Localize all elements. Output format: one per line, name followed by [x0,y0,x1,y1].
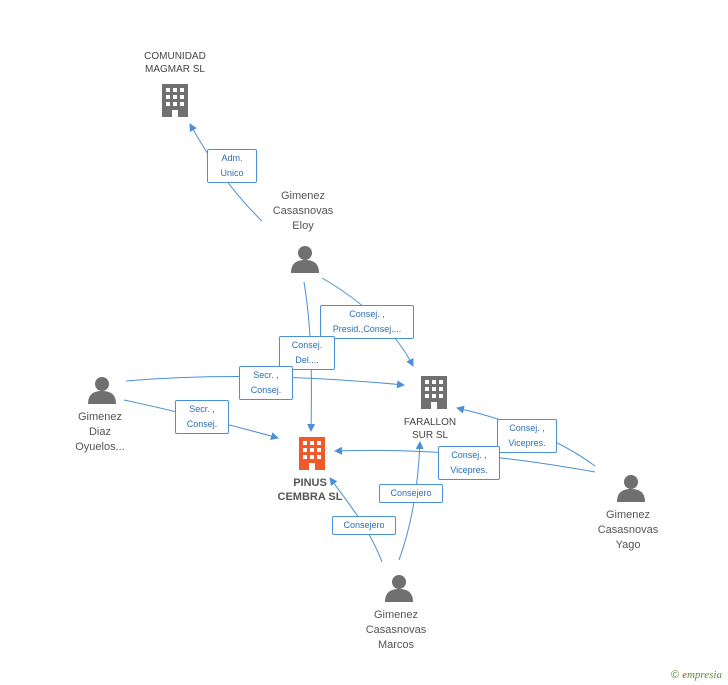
edge-marcos-farallon [398,441,424,561]
edge-label-yago-farallon[interactable]: Consej. , Vicepres. [497,419,557,453]
edge-label-marcos-pinus[interactable]: Consejero [332,516,396,535]
building-icon[interactable] [419,376,449,410]
person-icon[interactable] [291,245,319,273]
building-icon[interactable] [160,84,190,118]
node-label-comunidad[interactable]: COMUNIDAD MAGMAR SL [144,51,206,75]
edge-label-eloy-farallon[interactable]: Consej. , Presid.,Consej.... [320,305,414,339]
copyright-icon: © [670,669,680,681]
node-label-pinus[interactable]: PINUS CEMBRA SL [277,477,343,503]
node-label-diaz[interactable]: Gimenez Diaz Oyuelos... [75,411,125,453]
node-label-yago[interactable]: Gimenez Casasnovas Yago [597,509,659,551]
building-focus-icon[interactable] [297,437,327,471]
edge-label-marcos-farallon[interactable]: Consejero [379,484,443,503]
node-label-farallon[interactable]: FARALLON SUR SL [403,417,457,441]
edge-label-yago-pinus[interactable]: Consej. , Vicepres. [438,446,500,480]
empresia-watermark: ©empresia [670,669,722,681]
person-icon[interactable] [88,376,116,404]
node-label-marcos[interactable]: Gimenez Casasnovas Marcos [365,609,427,651]
node-label-eloy[interactable]: Gimenez Casasnovas Eloy [272,190,334,232]
person-icon[interactable] [617,474,645,502]
edge-label-diaz-farallon[interactable]: Secr. , Consej. [239,366,293,400]
edge-label-eloy-pinus[interactable]: Consej. Del.... [279,336,335,370]
edge-label-eloy-comunidad[interactable]: Adm. Unico [207,149,257,183]
edge-label-diaz-pinus[interactable]: Secr. , Consej. [175,400,229,434]
person-icon[interactable] [385,574,413,602]
